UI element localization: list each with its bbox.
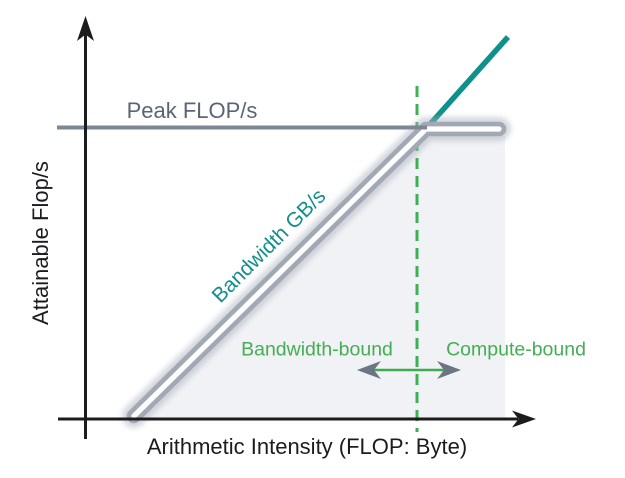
peak-flops-label: Peak FLOP/s xyxy=(126,98,258,123)
x-axis-label: Arithmetic Intensity (FLOP: Byte) xyxy=(146,434,468,459)
bandwidth-bound-region-label: Bandwidth-bound xyxy=(241,338,393,361)
y-axis-label: Attainable Flop/s xyxy=(28,161,53,325)
x-axis-arrowhead-icon xyxy=(512,410,536,428)
y-axis-arrowhead-icon xyxy=(77,16,94,41)
shaded-attainable-region xyxy=(135,136,505,418)
bandwidth-extension-line xyxy=(421,35,511,133)
compute-bound-region-label: Compute-bound xyxy=(446,338,586,361)
bound-regions-double-arrow-icon xyxy=(357,361,461,379)
